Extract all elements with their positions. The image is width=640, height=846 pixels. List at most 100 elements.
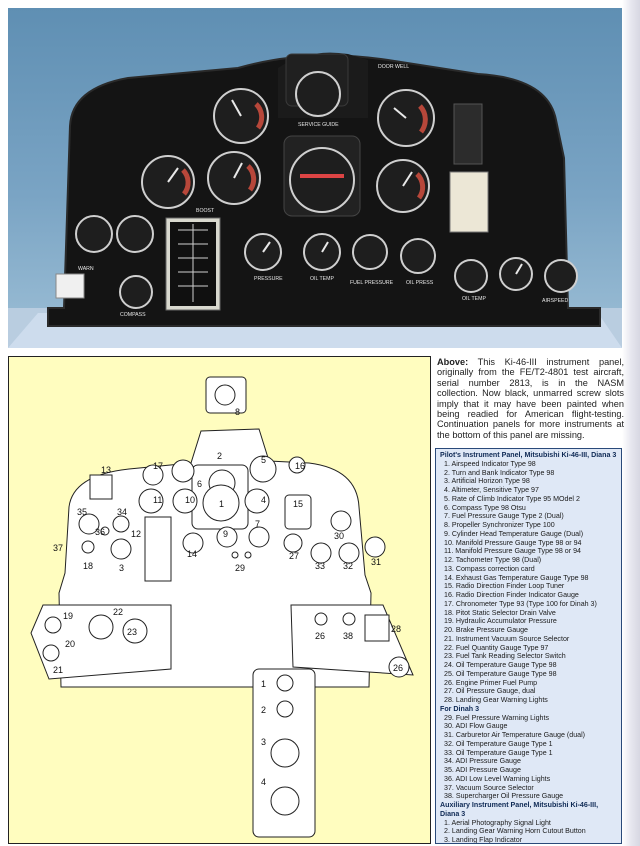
- callout-37: 37: [53, 543, 63, 553]
- callout-18: 18: [83, 561, 93, 571]
- caption-text: This Ki-46-III instrument panel, origina…: [437, 357, 624, 440]
- legend-item: 32. Oil Temperature Gauge Type 1: [444, 739, 553, 748]
- legend-item: 27. Oil Pressure Gauge, dual: [444, 687, 536, 696]
- legend-item: 20. Brake Pressure Gauge: [444, 626, 528, 634]
- callout-4: 4: [261, 495, 266, 505]
- legend-box: Pilot's Instrument Panel, Mitsubishi Ki-…: [435, 448, 622, 844]
- legend-item: 12. Tachometer Type 98 (Dual): [444, 556, 542, 564]
- legend-item: 13. Compass correction card: [444, 564, 535, 573]
- callout-20: 20: [65, 639, 75, 649]
- callout-11: 11: [153, 495, 162, 505]
- legend-item: 22. Fuel Quantity Gauge Type 97: [444, 643, 549, 652]
- legend-item: 8. Propeller Synchronizer Type 100: [444, 521, 555, 529]
- callout-3: 3: [119, 563, 124, 573]
- callout-9: 9: [223, 529, 228, 539]
- callout-33: 33: [315, 561, 325, 571]
- panel-photo-illustration: DOOR WELL SERVICE GUIDE BOOST COMPASS PR…: [8, 52, 622, 348]
- legend-item: 2. Landing Gear Warning Horn Cutout Butt…: [444, 827, 586, 836]
- legend-item: 34. ADI Pressure Gauge: [444, 757, 521, 766]
- legend-item: 4. Altimeter, Sensitive Type 97: [444, 486, 539, 494]
- panel-diagram-drawing: 8 2 5 17 16 13 6 4 11 10 1 15 35 34 36 1…: [30, 376, 414, 838]
- instrument-panel-photo: DOOR WELL SERVICE GUIDE BOOST COMPASS PR…: [8, 8, 622, 348]
- legend-item: 15. Radio Direction Finder Loop Tuner: [444, 582, 565, 591]
- legend-heading-dinah3: For Dinah 3: [440, 704, 480, 713]
- callout-35: 35: [77, 507, 87, 517]
- plate-compass: COMPASS: [120, 312, 146, 318]
- legend-item: 35. ADI Pressure Gauge: [444, 766, 521, 774]
- callout-5: 5: [261, 455, 266, 465]
- legend-item: 14. Exhaust Gas Temperature Gauge Type 9…: [444, 573, 589, 582]
- legend-item: 16. Radio Direction Finder Indicator Gau…: [444, 591, 579, 599]
- legend-item: 33. Oil Temperature Gauge Type 1: [444, 748, 553, 757]
- callout-8: 8: [235, 407, 240, 417]
- callout-15: 15: [293, 499, 303, 509]
- callout-31: 31: [371, 557, 381, 567]
- legend-item: 23. Fuel Tank Reading Selector Switch: [444, 652, 566, 661]
- callout-36: 36: [95, 527, 105, 537]
- legend-item: 17. Chronometer Type 93 (Type 100 for Di…: [444, 599, 597, 608]
- legend-item: 36. ADI Low Level Warning Lights: [444, 774, 551, 783]
- callout-26b: 26: [393, 663, 403, 673]
- plate-boost: BOOST: [196, 208, 215, 214]
- legend-item: 1. Airspeed Indicator Type 98: [444, 459, 536, 468]
- callout-38: 38: [343, 631, 353, 641]
- callout-14: 14: [187, 549, 197, 559]
- panel-line-diagram: 8 2 5 17 16 13 6 4 11 10 1 15 35 34 36 1…: [8, 356, 431, 844]
- legend-item: 24. Oil Temperature Gauge Type 98: [444, 661, 557, 669]
- legend-item: 30. ADI Flow Gauge: [444, 722, 508, 731]
- caption-lead: Above:: [437, 357, 469, 367]
- legend-item: 6. Compass Type 98 Otsu: [444, 503, 526, 512]
- plate-oil-temp-right: OIL TEMP: [462, 296, 486, 302]
- legend-item: 2. Turn and Bank Indicator Type 98: [444, 468, 555, 477]
- callout-13: 13: [101, 465, 111, 475]
- legend-item: 1. Aerial Photography Signal Light: [444, 818, 551, 827]
- callout-aux-3: 3: [261, 737, 266, 747]
- callout-19-top: 16: [295, 461, 305, 471]
- callout-19: 19: [63, 611, 73, 621]
- callout-aux-4: 4: [261, 777, 266, 787]
- plate-door-well: DOOR WELL: [378, 64, 409, 70]
- callout-22: 22: [113, 607, 123, 617]
- legend-heading-pilot: Pilot's Instrument Panel, Mitsubishi Ki-…: [440, 451, 617, 459]
- callout-6: 6: [197, 479, 202, 489]
- callout-aux-2: 2: [261, 705, 266, 715]
- legend-item: 5. Rate of Climb Indicator Type 95 MOdel…: [444, 494, 580, 503]
- callout-12: 12: [131, 529, 141, 539]
- callout-10: 10: [185, 495, 195, 505]
- legend-item: 25. Oil Temperature Gauge Type 98: [444, 669, 557, 678]
- legend-item: 37. Vacuum Source Selector: [444, 783, 534, 792]
- legend-item: 28. Landing Gear Warning Lights: [444, 696, 548, 704]
- legend-item: 19. Hydraulic Accumulator Pressure: [444, 617, 557, 626]
- callout-29: 29: [235, 563, 245, 573]
- legend-item: 10. Manifold Pressure Gauge Type 98 or 9…: [444, 538, 582, 547]
- legend-item: 3. Artificial Horizon Type 98: [444, 477, 530, 486]
- callout-21: 21: [53, 665, 63, 675]
- page-edge-shadow: [622, 0, 640, 846]
- callout-1: 1: [219, 499, 224, 509]
- legend-item: 21. Instrument Vacuum Source Selector: [444, 634, 570, 643]
- plate-warn: WARN: [78, 266, 94, 272]
- callout-32: 32: [343, 561, 353, 571]
- callout-2: 2: [217, 451, 222, 461]
- plate-oil-press: OIL PRESS: [406, 280, 434, 286]
- legend-item: 26. Engine Primer Fuel Pump: [444, 678, 538, 687]
- callout-aux-1: 1: [261, 679, 266, 689]
- plate-service-guide: SERVICE GUIDE: [298, 122, 339, 128]
- callout-23: 23: [127, 627, 137, 637]
- legend-item: 7. Fuel Pressure Gauge Type 2 (Dual): [444, 512, 564, 521]
- legend-item: 31. Carburetor Air Temperature Gauge (du…: [444, 731, 586, 739]
- callout-26: 26: [315, 631, 325, 641]
- callout-7: 7: [255, 519, 260, 529]
- callout-17: 17: [153, 461, 163, 471]
- plate-fuel-pressure: FUEL PRESSURE: [350, 280, 394, 286]
- plate-pressure: PRESSURE: [254, 276, 283, 282]
- callout-34: 34: [117, 507, 127, 517]
- legend-item: 29. Fuel Pressure Warning Lights: [444, 713, 550, 722]
- callout-27: 27: [289, 551, 299, 561]
- plate-airspeed: AIRSPEED: [542, 298, 568, 304]
- legend-item: 18. Pitot Static Selector Drain Valve: [444, 608, 556, 617]
- caption-block: Above: This Ki-46-III instrument panel, …: [437, 357, 624, 440]
- legend-heading-aux: Auxiliary Instrument Panel, Mitsubishi K…: [440, 801, 599, 818]
- legend-item: 11. Manifold Pressure Gauge Type 98 or 9…: [444, 547, 581, 556]
- plate-oil-temp-mid: OIL TEMP: [310, 276, 334, 282]
